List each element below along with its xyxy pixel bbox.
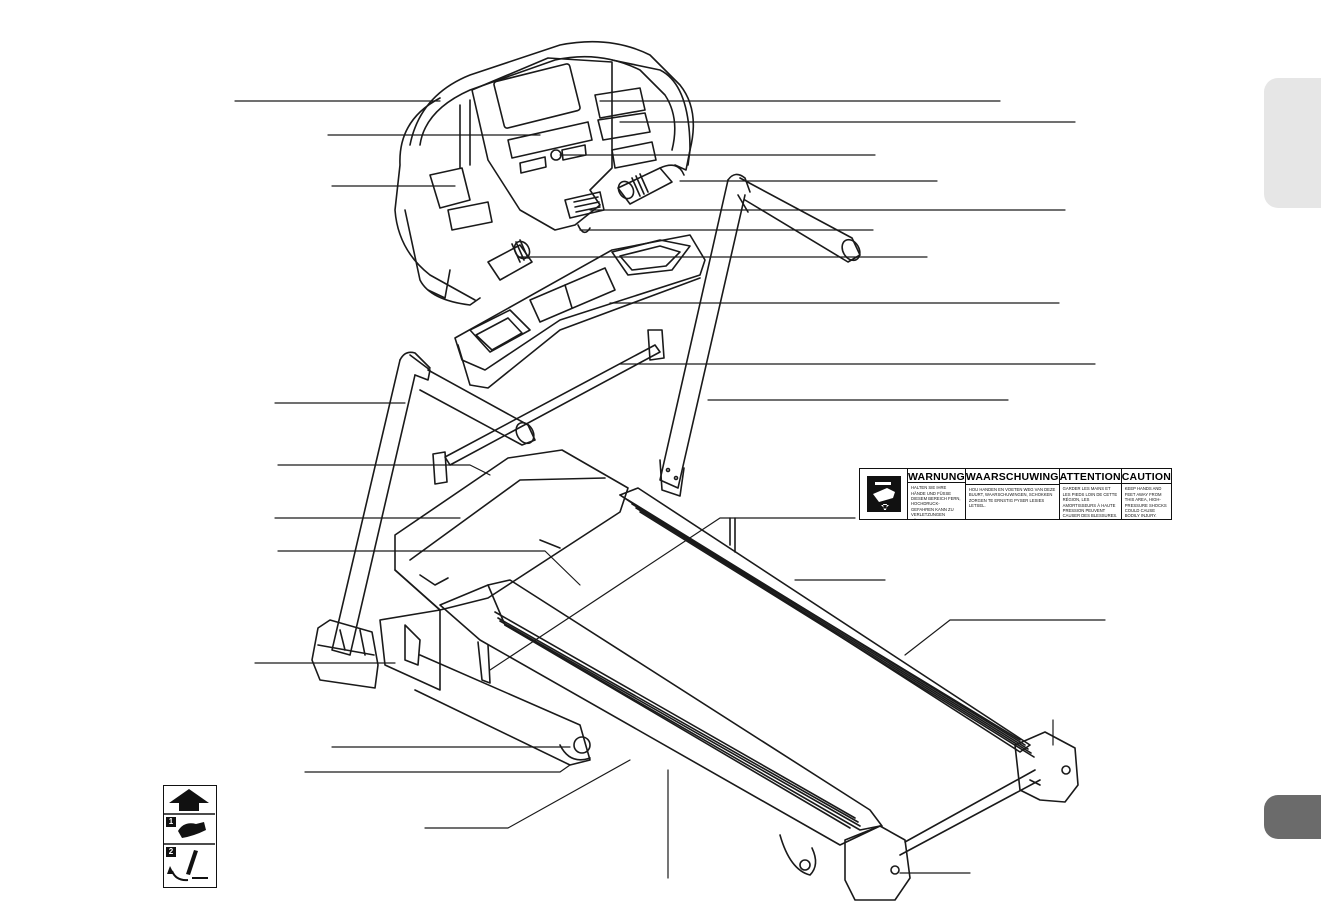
warning-text-de: Halten Sie Ihre Hände und Füße diesem Be… — [911, 485, 961, 519]
foot-press-icon — [178, 822, 206, 838]
left-side-rail — [439, 584, 881, 846]
console-display-window — [493, 63, 581, 129]
warning-heading-de: WARNUNG — [908, 471, 965, 484]
right-upright — [659, 173, 861, 497]
warning-column-fr: ATTENTION Garder les mains et les pieds … — [1059, 469, 1122, 519]
tray-left-cup — [469, 309, 531, 353]
warning-text-fr: Garder les mains et les pieds loin de ce… — [1062, 486, 1118, 519]
step-number-1: 1 — [166, 817, 176, 827]
left-upright — [311, 351, 536, 689]
console-assembly — [394, 40, 695, 306]
step-number-2: 2 — [166, 847, 176, 857]
warning-label: WARNUNG Halten Sie Ihre Hände und Füße d… — [859, 468, 1172, 520]
rear-end-cap-right — [1014, 731, 1079, 803]
accessory-tray — [454, 234, 706, 389]
front-wheel — [573, 736, 591, 754]
fold-lever-icon — [186, 850, 198, 875]
warning-heading-fr: ATTENTION — [1059, 471, 1121, 485]
hand-crush-warning-icon — [860, 469, 909, 519]
running-deck — [379, 487, 1079, 901]
warning-heading-nl: WAARSCHUWING — [965, 471, 1059, 485]
warning-text-nl: Hou handen en voeten weg van deze buurt,… — [968, 487, 1056, 509]
callout-leaders — [234, 100, 1106, 879]
arrow-up-icon — [169, 789, 209, 811]
tray-right-cup — [611, 239, 691, 276]
warning-column-nl: WAARSCHUWING Hou handen en voeten weg va… — [965, 469, 1060, 519]
rear-end-cap-left — [844, 825, 911, 901]
section-tab-bottom — [1264, 795, 1321, 839]
warning-column-de: WARNUNG Halten Sie Ihre Hände und Füße d… — [908, 469, 966, 519]
warning-text-en: Keep hands and feet away from this area,… — [1124, 486, 1167, 519]
right-side-rail — [619, 487, 1031, 753]
warning-column-en: CAUTION Keep hands and feet away from th… — [1121, 469, 1171, 519]
section-tab-top — [1264, 78, 1321, 208]
motor-hood — [394, 449, 629, 611]
folding-instruction-pictogram: 1 2 — [163, 785, 217, 888]
console-crossbar — [432, 329, 665, 485]
warning-heading-en: CAUTION — [1121, 471, 1171, 485]
